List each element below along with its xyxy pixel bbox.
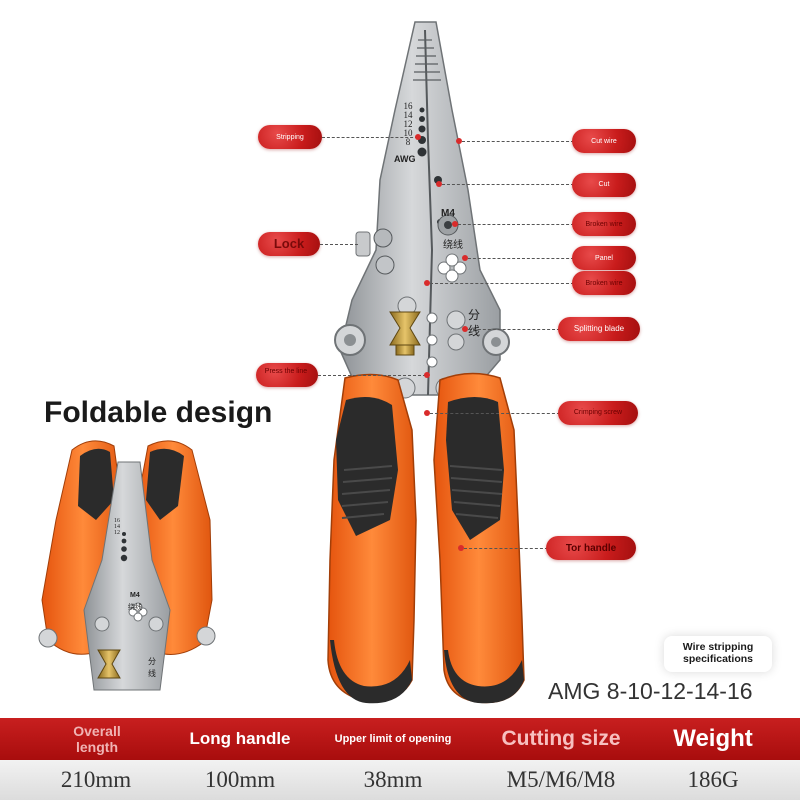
folded-winding-marking: 绕线	[128, 603, 142, 611]
callout-stripping	[258, 125, 322, 149]
leader-dot	[415, 134, 421, 140]
leader-line	[318, 375, 426, 376]
winding-marking: 绕线	[443, 240, 463, 251]
spec-value-overall-length: 210mm	[60, 767, 132, 792]
leader-line	[468, 258, 574, 259]
leader-line	[462, 141, 574, 142]
leader-line	[430, 283, 574, 284]
spec-value-long-handle: 100mm	[204, 767, 276, 792]
folded-line-marking: 线	[148, 669, 156, 678]
callout-panel-label: Panel	[595, 255, 613, 262]
leader-line	[458, 224, 574, 225]
leader-line	[468, 329, 560, 330]
line-marking: 线	[468, 324, 481, 338]
callout-press-the-line-label: Press the line	[264, 368, 308, 375]
awg-number: 14	[114, 524, 120, 530]
foldable-design-title: Foldable design	[44, 396, 273, 429]
leader-line	[442, 184, 574, 185]
awg-number: 14	[403, 110, 413, 120]
spec-value-opening: 38mm	[363, 767, 423, 792]
leader-dot	[462, 326, 468, 332]
spec-header-cutting-size: Cutting size	[501, 727, 621, 750]
leader-dot	[424, 280, 430, 286]
awg-number: 10	[403, 128, 413, 138]
spec-value-cutting-size: M5/M6/M8	[506, 767, 616, 792]
callout-tor-handle-label: Tor handle	[565, 543, 617, 554]
leader-dot	[452, 221, 458, 227]
callout-broken-wire	[572, 212, 636, 236]
leader-line	[430, 413, 560, 414]
callout-splitting-blade	[558, 317, 640, 341]
leader-dot	[458, 545, 464, 551]
callout-cut-wire-label: Cut wire	[591, 138, 617, 145]
spec-header-weight: Weight	[673, 725, 753, 752]
callout-broken-wire-2-label: Broken wire	[585, 280, 623, 287]
awg-marking: AWG	[394, 154, 416, 164]
leader-line	[322, 137, 418, 138]
folded-m4-marking: M4	[130, 592, 140, 599]
callout-panel	[572, 246, 636, 270]
leader-line	[464, 548, 548, 549]
callout-tor-handle	[546, 536, 636, 560]
spec-values-row: 210mm 100mm 38mm M5/M6/M8 186G	[0, 760, 800, 800]
awg-scale: 16 14 12 10 8	[400, 102, 416, 147]
leader-dot	[462, 255, 468, 261]
callout-broken-wire-label: Broken wire	[585, 221, 623, 228]
callout-cut-label: Cut	[598, 181, 610, 188]
wire-stripping-note: Wire stripping specifications	[664, 636, 772, 672]
spec-header-long-handle: Long handle	[189, 729, 291, 748]
awg-number: 8	[405, 137, 411, 147]
spec-header-overall-length: Overall length	[73, 723, 121, 755]
folded-awg-scale: 16 14 12	[112, 518, 122, 536]
callout-stripping-label: Stripping	[276, 134, 304, 141]
callout-crimping-screw-label: Crimping screw	[573, 409, 623, 416]
callout-cut	[572, 173, 636, 197]
m4-marking: M4	[441, 208, 455, 219]
callout-broken-wire-2	[572, 271, 636, 295]
callout-crimping-screw	[558, 401, 638, 425]
spec-header-row: Overall length Long handle Upper limit o…	[0, 718, 800, 760]
awg-number: 12	[114, 530, 120, 536]
leader-dot	[424, 410, 430, 416]
leader-dot	[436, 181, 442, 187]
spec-header-opening: Upper limit of opening	[334, 733, 452, 745]
callout-press-the-line	[256, 363, 318, 387]
leader-line	[320, 244, 358, 245]
awg-number: 16	[403, 101, 413, 111]
leader-dot	[424, 372, 430, 378]
callout-lock	[258, 232, 320, 256]
folded-pliers-illustration	[38, 440, 216, 691]
callout-splitting-blade-label: Splitting blade	[573, 324, 625, 333]
awg-range: AMG 8-10-12-14-16	[548, 678, 753, 704]
awg-number: 12	[403, 119, 413, 129]
split-marking: 分	[468, 308, 481, 322]
leader-dot	[456, 138, 462, 144]
spec-value-weight: 186G	[687, 767, 739, 792]
folded-split-marking: 分	[148, 657, 156, 666]
callout-cut-wire	[572, 129, 636, 153]
callout-lock-label: Lock	[273, 236, 305, 251]
awg-number: 16	[114, 518, 120, 524]
